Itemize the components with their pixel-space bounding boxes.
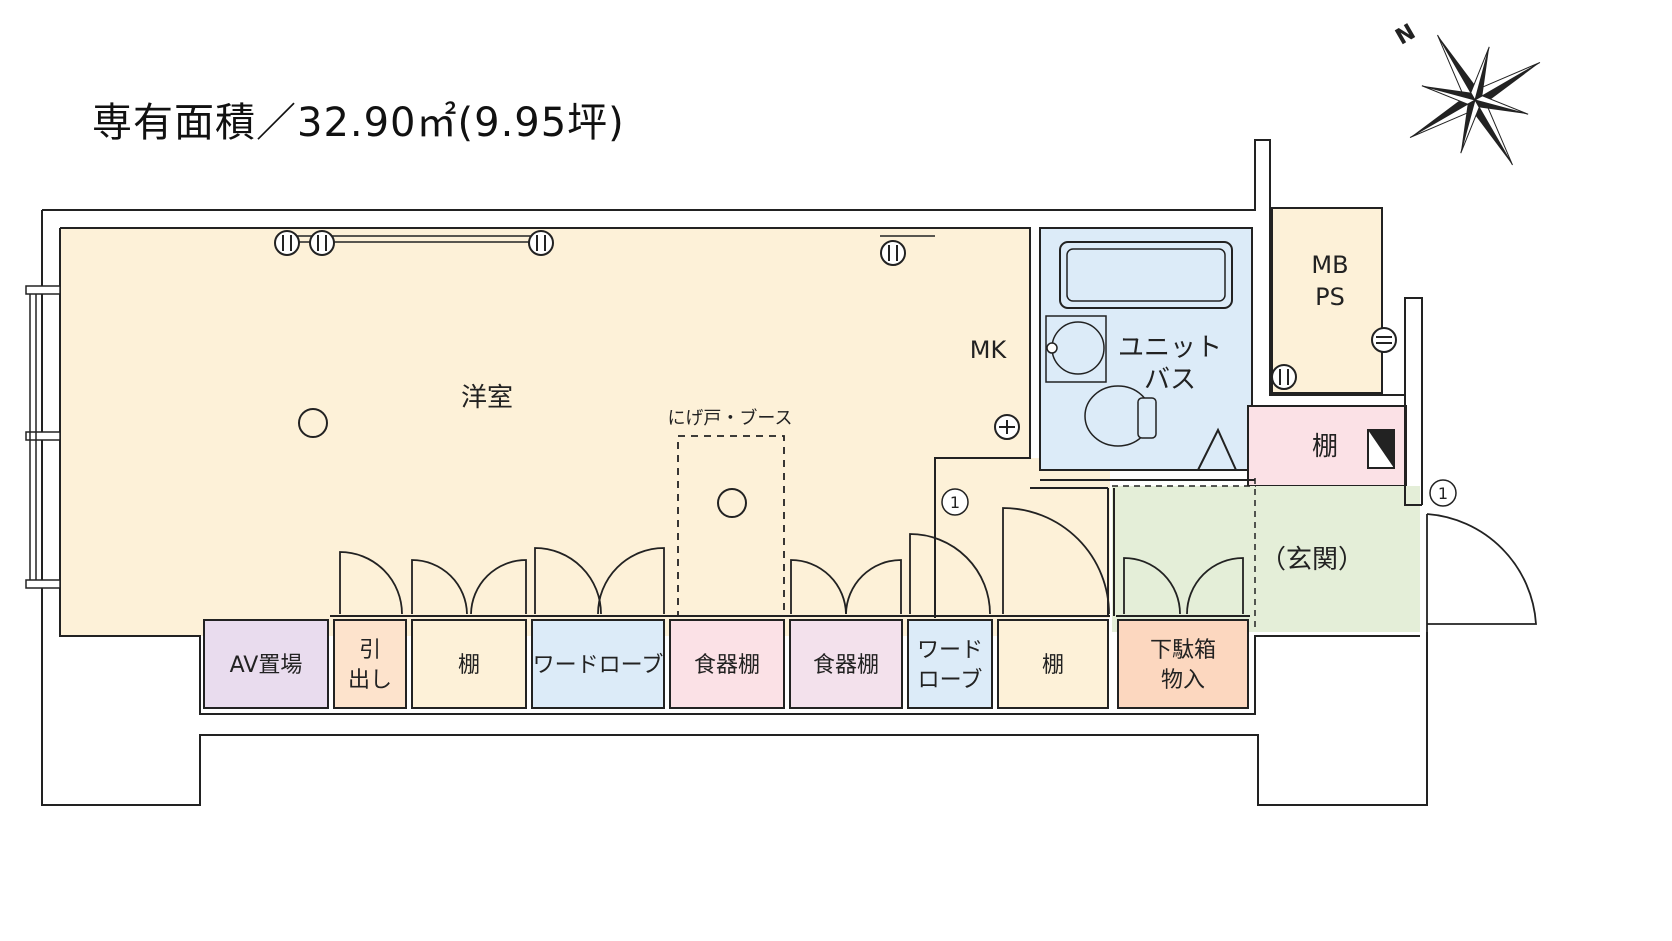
genkan-label: （玄関）: [1260, 545, 1364, 575]
storage-label: 物入: [1161, 668, 1205, 693]
faucet: [1046, 342, 1058, 354]
shelf-symbol-fill: [1368, 430, 1394, 468]
mb-label: MB: [1311, 251, 1348, 279]
door-number-2: 1: [1438, 484, 1448, 503]
corridor-floor: [935, 458, 1110, 618]
compass-rose: [1409, 34, 1541, 166]
ps-label: PS: [1315, 283, 1345, 311]
walls: [41, 139, 1428, 806]
storage-label: ワード: [917, 638, 983, 663]
door-number-marker: [1429, 479, 1457, 507]
bathtub: [1059, 241, 1233, 309]
mk-label: MK: [970, 336, 1008, 364]
left-window: [25, 285, 61, 589]
storage-cell: [531, 619, 665, 709]
genkan-area: [1112, 486, 1420, 632]
storage-cell: [1117, 619, 1249, 709]
storage-label: 引: [359, 638, 381, 663]
door-number-1: 1: [950, 493, 960, 512]
bathtub-inner: [1066, 248, 1226, 302]
door-swings: [339, 507, 1537, 632]
ceiling-light: [717, 488, 747, 518]
storage-cell: [203, 619, 329, 709]
storage-cell: [333, 619, 407, 709]
storage-label: 食器棚: [694, 653, 760, 678]
storage-label: 食器棚: [813, 653, 879, 678]
western-room: [60, 228, 1030, 636]
compass-north-label: N: [1392, 20, 1420, 51]
storage-label: ローブ: [918, 668, 983, 693]
storage-label: 出し: [348, 668, 392, 693]
storage-label: 棚: [1042, 653, 1064, 678]
storage-cell: [669, 619, 785, 709]
storage-label: 棚: [458, 653, 480, 678]
storage-label: ワードローブ: [533, 653, 664, 678]
storage-cell: [411, 619, 527, 709]
western-room-label: 洋室: [461, 383, 513, 413]
nige-booth-label: にげ戸・ブース: [667, 407, 792, 429]
bath-door-triangle: [1197, 427, 1237, 471]
storage-cell: [997, 619, 1109, 709]
storage-cell: [789, 619, 903, 709]
toilet-tank: [1137, 397, 1157, 439]
storage-label: AV置場: [230, 653, 303, 678]
mb-ps-area: [1271, 207, 1383, 394]
storage-label: 下駄箱: [1150, 638, 1216, 663]
unit-bath-label-2: バス: [1144, 365, 1196, 395]
door-number-marker: [941, 488, 969, 516]
unit-bath-label-1: ユニット: [1118, 333, 1222, 363]
area-title: 専有面積／32.90㎡(9.95坪): [92, 100, 625, 146]
washbasin: [1051, 321, 1105, 375]
ceiling-light: [298, 408, 328, 438]
entry-shelf-label: 棚: [1312, 432, 1338, 462]
storage-cell: [907, 619, 993, 709]
